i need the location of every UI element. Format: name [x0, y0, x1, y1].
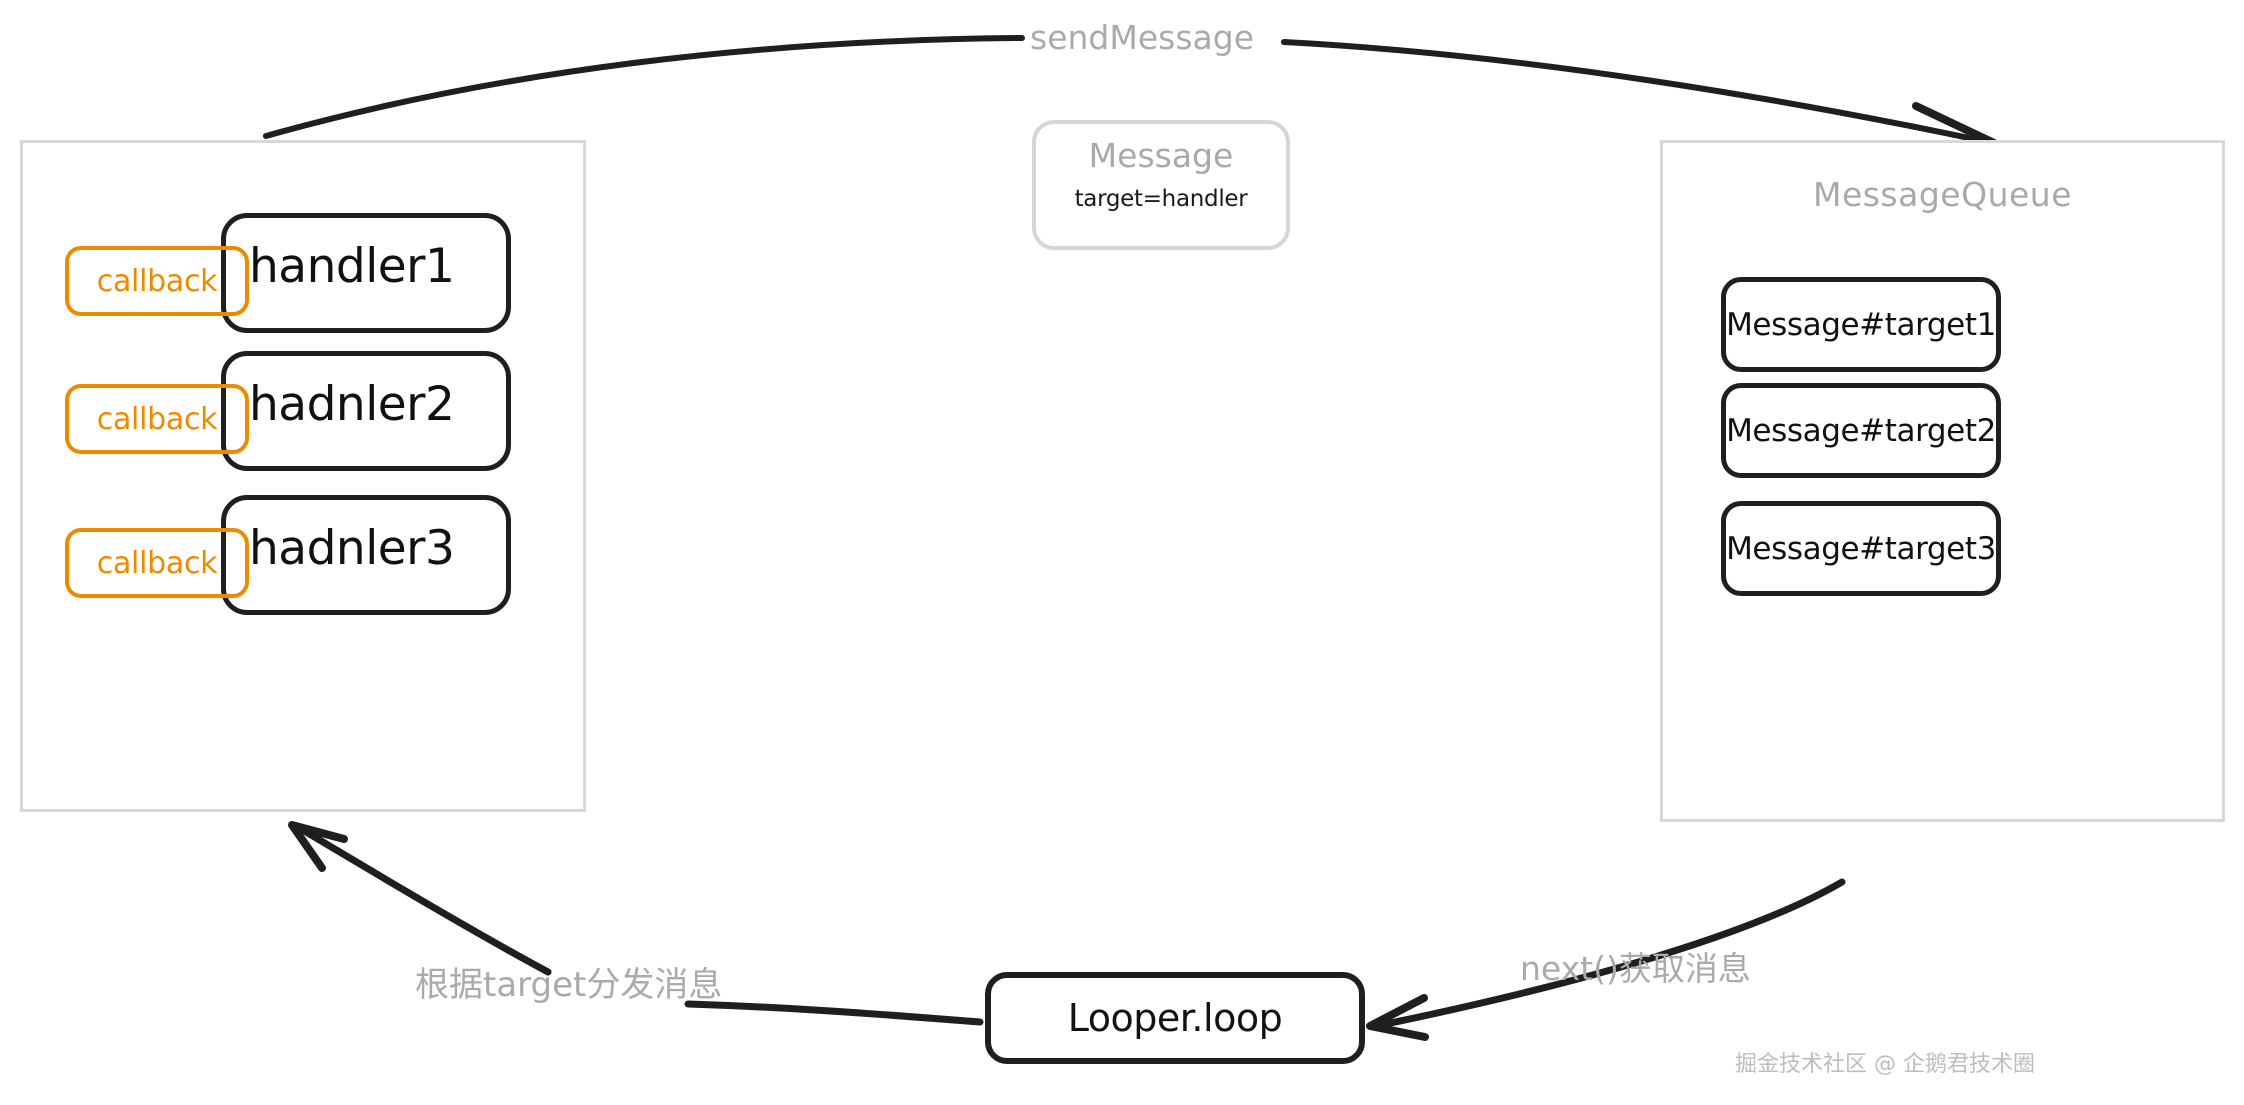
handler-box[interactable] — [221, 495, 511, 615]
next-message-edge-label: next()获取消息 — [1520, 949, 1751, 988]
queue-message-box[interactable]: Message#target2 — [1721, 383, 2001, 478]
callback-badge[interactable]: callback — [65, 246, 249, 316]
dispatch-message-arrow-line-left — [292, 822, 552, 976]
queue-panel-title: MessageQueue — [1812, 175, 2073, 214]
next-message-arrowhead — [1366, 994, 1429, 1041]
message-card-title: Message — [1088, 136, 1234, 175]
send-message-arrow-right-segment — [1281, 39, 1991, 145]
callback-badge-label: callback — [94, 263, 220, 299]
handler-box[interactable] — [221, 213, 511, 333]
looper-loop-box[interactable]: Looper.loop — [985, 972, 1365, 1064]
callback-badge[interactable]: callback — [65, 528, 249, 598]
message-card: Message target=handler — [1032, 120, 1290, 250]
dispatch-message-edge-label: 根据target分发消息 — [415, 965, 723, 1005]
send-message-edge-label: sendMessage — [1030, 18, 1254, 57]
dispatch-message-arrow-line-right — [684, 1000, 984, 1026]
queue-message-label: Message#target1 — [1726, 306, 1996, 343]
looper-loop-label: Looper.loop — [1067, 996, 1283, 1040]
queue-message-box[interactable]: Message#target3 — [1721, 501, 2001, 596]
callback-badge[interactable]: callback — [65, 384, 249, 454]
handler-box[interactable] — [221, 351, 511, 471]
send-message-arrow-left-segment — [263, 35, 1025, 139]
queue-message-box[interactable]: Message#target1 — [1721, 277, 2001, 372]
queue-panel: MessageQueue Message#target1 Message#tar… — [1660, 140, 2225, 822]
message-card-target-field: target=handler — [1074, 186, 1248, 212]
handler-row[interactable]: callback hadnler3 — [23, 495, 583, 620]
queue-message-label: Message#target3 — [1726, 530, 1996, 567]
handler-panel: callback handler1 callback hadnler2 call… — [20, 140, 586, 812]
callback-badge-label: callback — [94, 545, 220, 581]
queue-message-label: Message#target2 — [1726, 412, 1996, 449]
watermark: 掘金技术社区 @ 企鹅君技术圈 — [1735, 1052, 2035, 1077]
handler-label: hadnler2 — [249, 377, 455, 432]
handler-label: hadnler3 — [249, 521, 455, 576]
callback-badge-label: callback — [94, 401, 220, 437]
handler-row[interactable]: callback handler1 — [23, 213, 583, 338]
handler-label: handler1 — [249, 239, 455, 294]
handler-row[interactable]: callback hadnler2 — [23, 351, 583, 476]
dispatch-message-arrowhead — [288, 821, 348, 872]
